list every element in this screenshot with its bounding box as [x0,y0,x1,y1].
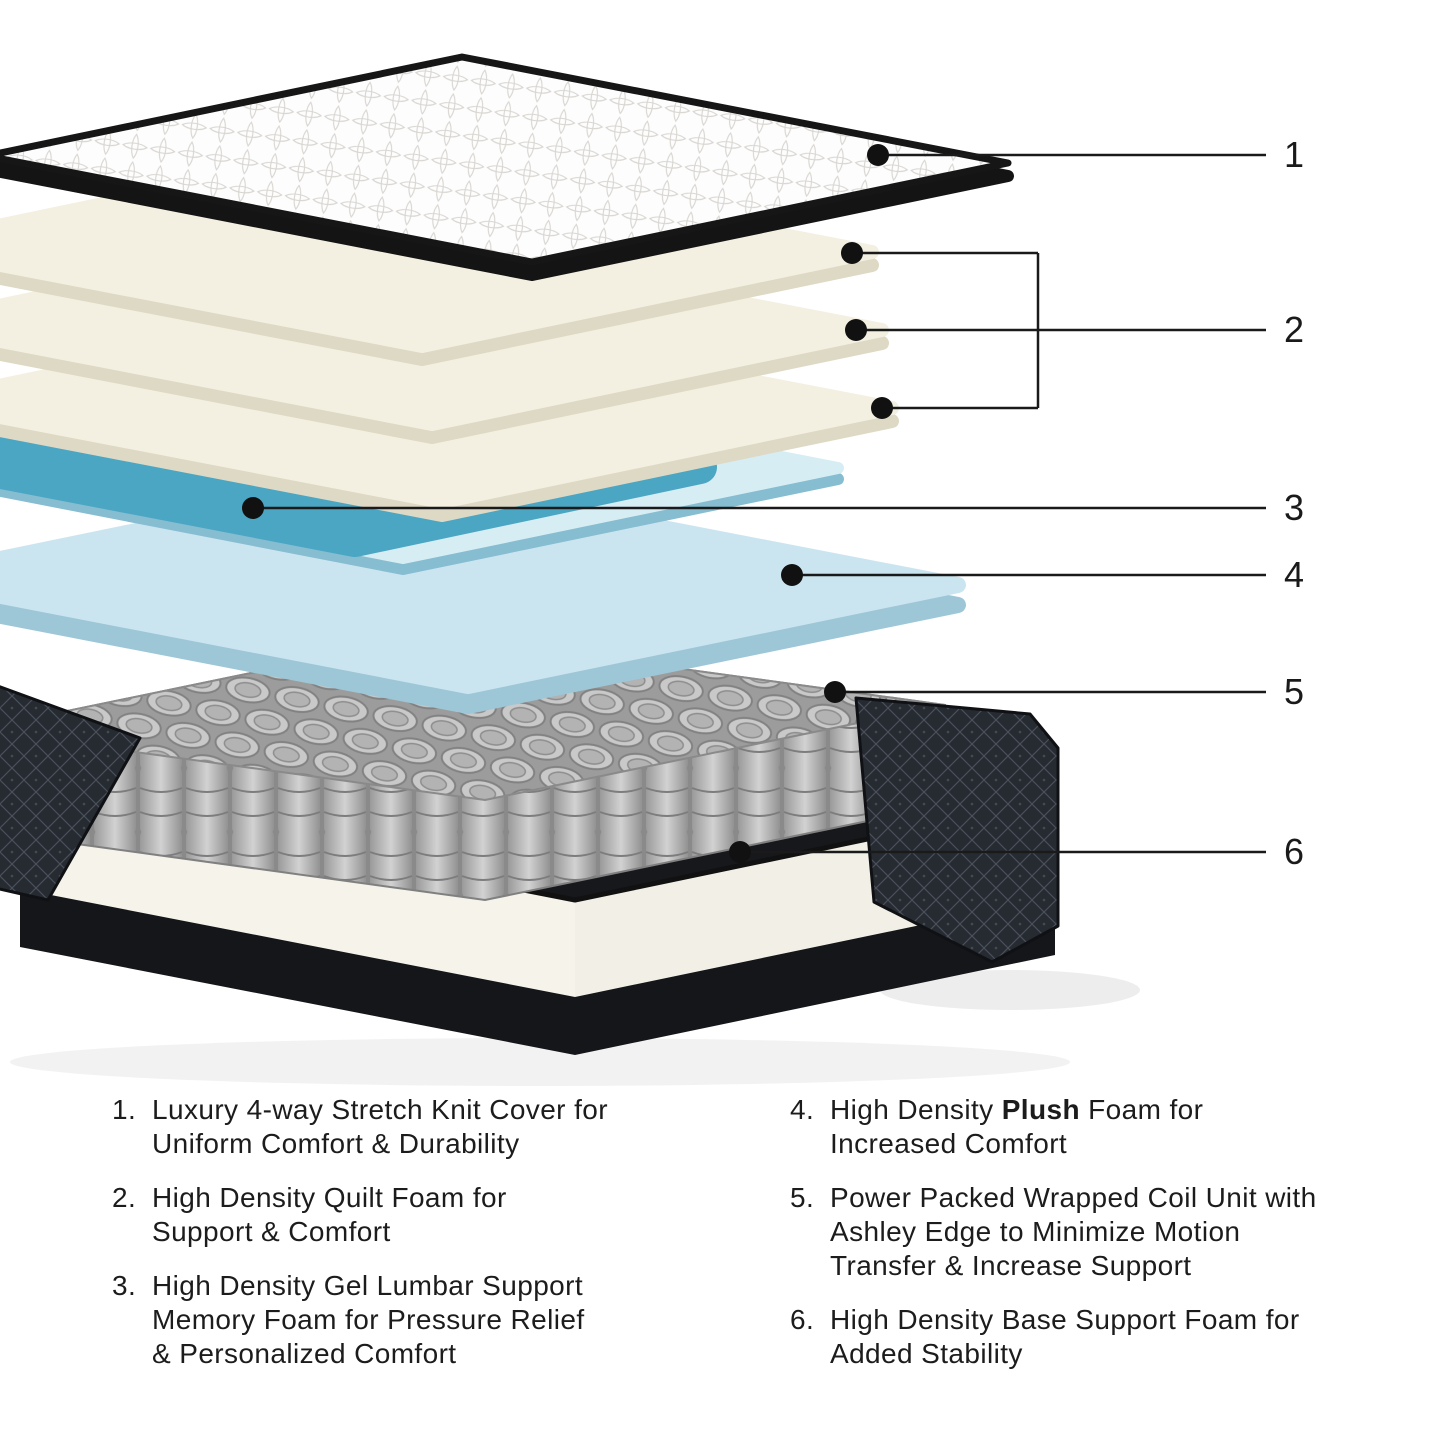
legend-right-column: 4. High Density Plush Foam for Increased… [790,1093,1350,1391]
callout-dot-1 [867,144,889,166]
legend-item-3-text: High Density Gel Lumbar Support Memory F… [152,1269,585,1371]
legend-item-5-line-2: Ashley Edge to Minimize Motion [830,1216,1241,1247]
legend-item-6-line-1: High Density Base Support Foam for [830,1304,1300,1335]
knit-cover-layer [0,53,1014,281]
legend-item-5: 5. Power Packed Wrapped Coil Unit with A… [790,1181,1350,1283]
legend-item-2-text: High Density Quilt Foam for Support & Co… [152,1181,507,1249]
base-fabric-panels [0,685,1060,964]
legend-item-4-line-1-bold: Plush [1001,1094,1080,1125]
legend-item-5-line-1: Power Packed Wrapped Coil Unit with [830,1182,1317,1213]
callout-number-6: 6 [1284,831,1304,872]
base-corner-shadow [880,970,1140,1010]
legend-item-1-text: Luxury 4-way Stretch Knit Cover for Unif… [152,1093,608,1161]
legend-item-6-line-2: Added Stability [830,1338,1023,1369]
callout-dot-2b [845,319,867,341]
legend-item-3-line-3: & Personalized Comfort [152,1338,457,1369]
legend-item-2-line-1: High Density Quilt Foam for [152,1182,507,1213]
legend-item-2-number: 2. [112,1182,137,1213]
callout-number-1: 1 [1284,134,1304,175]
callout-dot-5 [824,681,846,703]
legend-item-6-text: High Density Base Support Foam for Added… [830,1303,1300,1371]
base-left-fabric-panel [0,685,142,902]
coil-tops-face [0,633,946,802]
legend-item-1-number: 1. [112,1094,137,1125]
callout-dot-2a [841,242,863,264]
legend-item-4-line-1-c: Foam for [1079,1094,1204,1125]
legend-item-5-text: Power Packed Wrapped Coil Unit with Ashl… [830,1181,1317,1283]
legend-item-3-line-2: Memory Foam for Pressure Relief [152,1304,585,1335]
callout-number-2: 2 [1284,309,1304,350]
callouts [253,153,1266,854]
legend-item-4: 4. High Density Plush Foam for Increased… [790,1093,1350,1161]
callout-numbers: 1 2 3 4 5 6 [1284,134,1304,872]
legend-item-3-line-1: High Density Gel Lumbar Support [152,1270,584,1301]
legend-item-2-line-2: Support & Comfort [152,1216,391,1247]
legend-item-1: 1. Luxury 4-way Stretch Knit Cover for U… [112,1093,632,1161]
legend-item-6-number: 6. [790,1304,815,1335]
base-shadow [10,1038,1070,1086]
knit-cover-top [0,53,1012,266]
legend-item-4-line-1: High Density Plush Foam for [830,1093,1203,1127]
legend-item-3: 3. High Density Gel Lumbar Support Memor… [112,1269,632,1371]
legend-item-4-line-2: Increased Comfort [830,1128,1068,1159]
legend-item-5-line-3: Transfer & Increase Support [830,1250,1192,1281]
legend-item-4-line-1-a: High Density [830,1094,1002,1125]
legend-item-4-number: 4. [790,1094,815,1125]
legend-item-6: 6. High Density Base Support Foam for Ad… [790,1303,1350,1371]
callout-number-4: 4 [1284,554,1304,595]
callout-number-3: 3 [1284,487,1304,528]
legend-left-column: 1. Luxury 4-way Stretch Knit Cover for U… [112,1093,632,1391]
callout-dot-6 [729,841,751,863]
legend-item-1-line-2: Uniform Comfort & Durability [152,1128,520,1159]
legend: 1. Luxury 4-way Stretch Knit Cover for U… [0,1093,1445,1391]
callout-dots [242,144,893,863]
legend-item-4-text: High Density Plush Foam for Increased Co… [830,1093,1203,1161]
base-bottom-band-front [20,889,575,1055]
legend-item-2: 2. High Density Quilt Foam for Support &… [112,1181,632,1249]
base-right-fabric-panel [854,696,1060,964]
legend-item-3-number: 3. [112,1270,137,1301]
callout-dot-3 [242,497,264,519]
base-bottom-band-right [575,897,1055,1055]
legend-item-1-line-1: Luxury 4-way Stretch Knit Cover for [152,1094,608,1125]
callout-dot-4 [781,564,803,586]
callout-number-5: 5 [1284,671,1304,712]
callout-dot-2c [871,397,893,419]
legend-item-5-number: 5. [790,1182,815,1213]
